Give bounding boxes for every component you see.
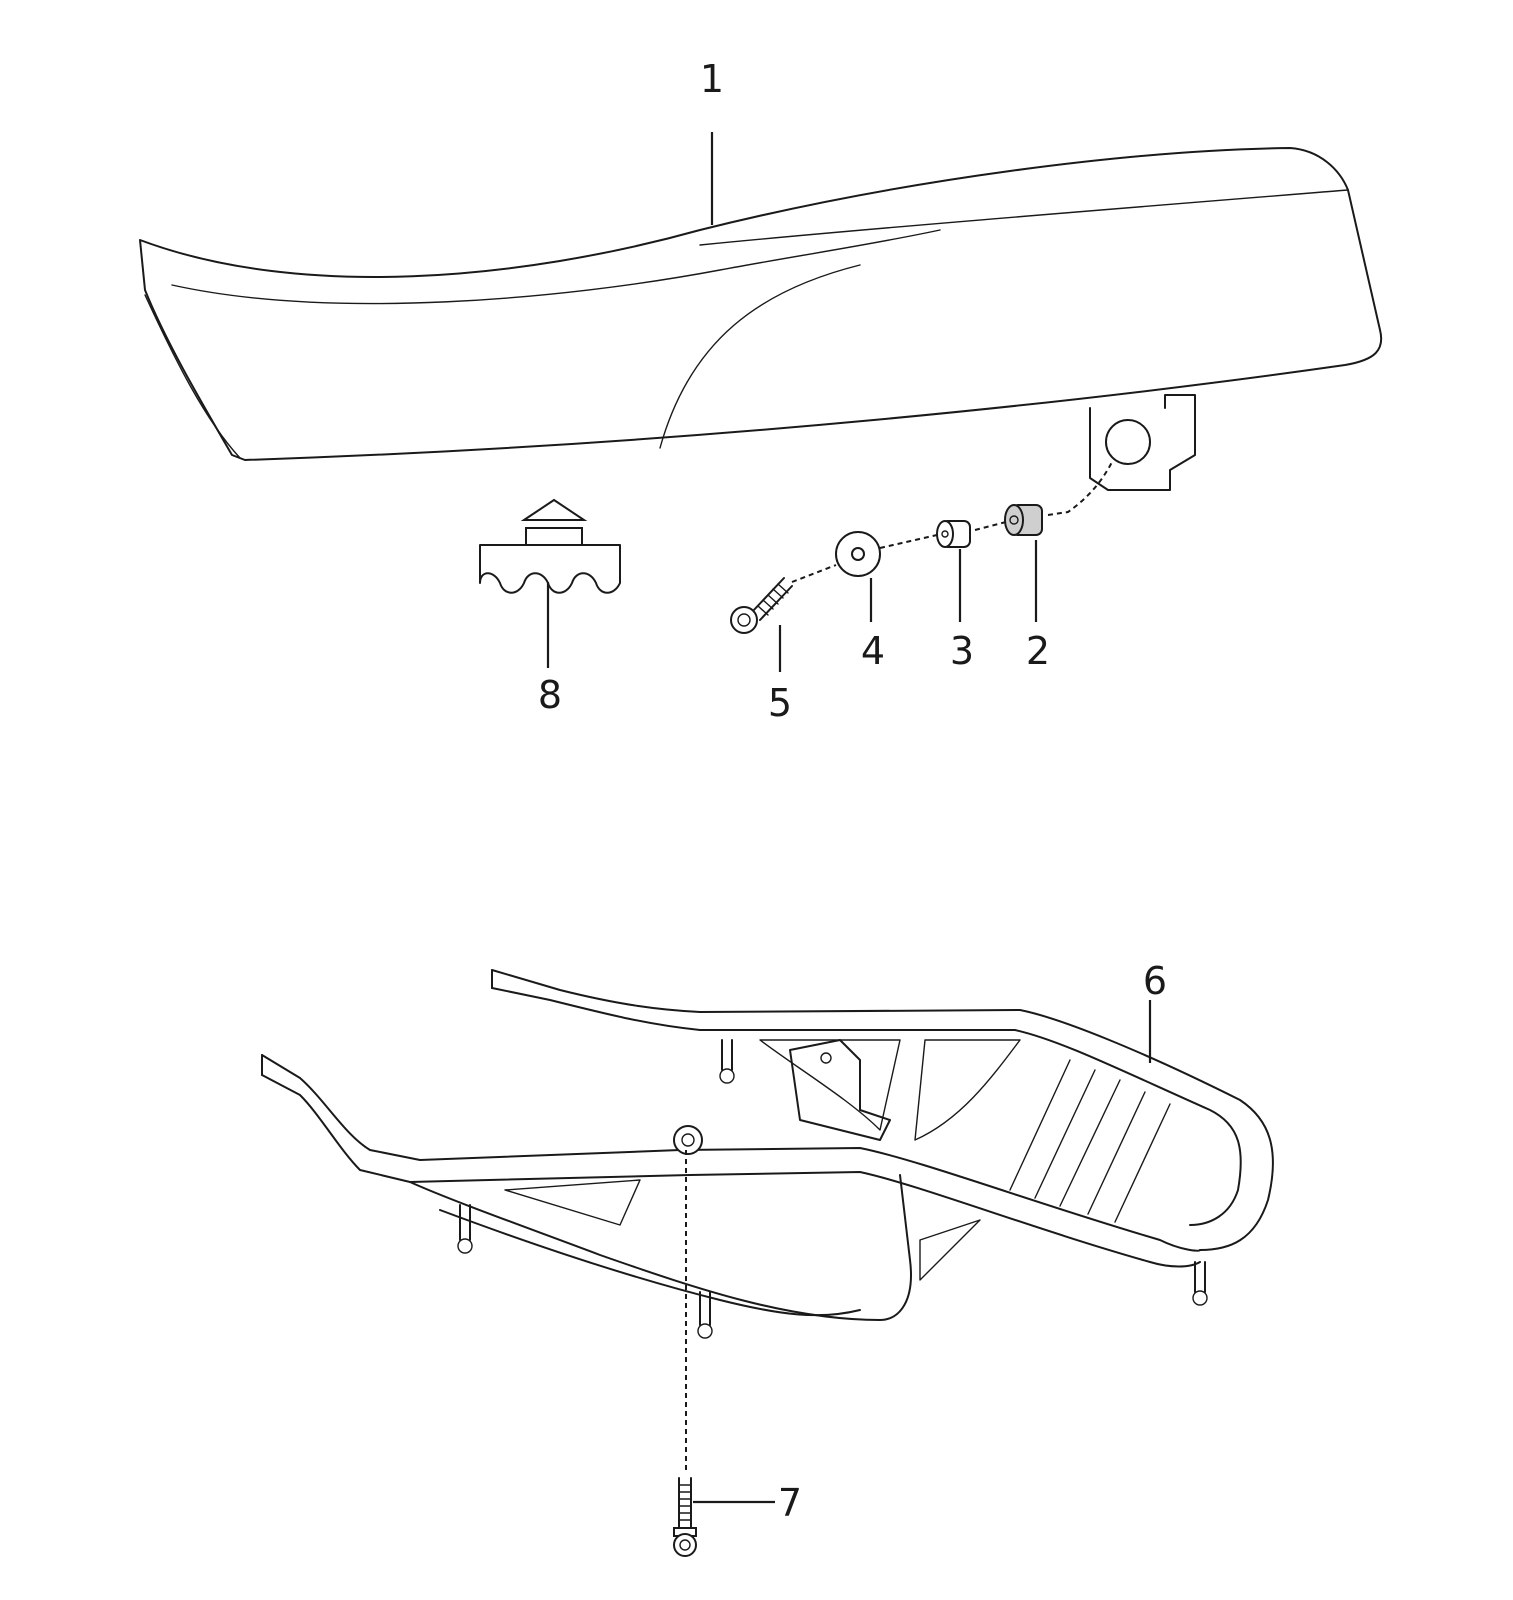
callout-1: 1 [700, 57, 724, 101]
rack-bolt-part [673, 1477, 697, 1557]
seat-bolt-part [730, 577, 793, 634]
callout-3: 3 [950, 629, 974, 673]
collar-part [1004, 504, 1043, 536]
callout-2: 2 [1026, 629, 1050, 673]
rubber-bumper-part [479, 498, 621, 594]
callout-8: 8 [538, 673, 562, 717]
leader-lines [546, 132, 1152, 1504]
washer-part [835, 531, 881, 577]
callout-7: 7 [778, 1481, 802, 1525]
callout-4: 4 [861, 629, 885, 673]
callout-5: 5 [768, 681, 792, 725]
rear-rack-part [261, 969, 1274, 1339]
callout-6: 6 [1143, 959, 1167, 1003]
spacer-part [936, 520, 971, 548]
callout-labels: 1 2 3 4 5 6 7 8 [538, 57, 1167, 1525]
seat-part [139, 147, 1383, 491]
